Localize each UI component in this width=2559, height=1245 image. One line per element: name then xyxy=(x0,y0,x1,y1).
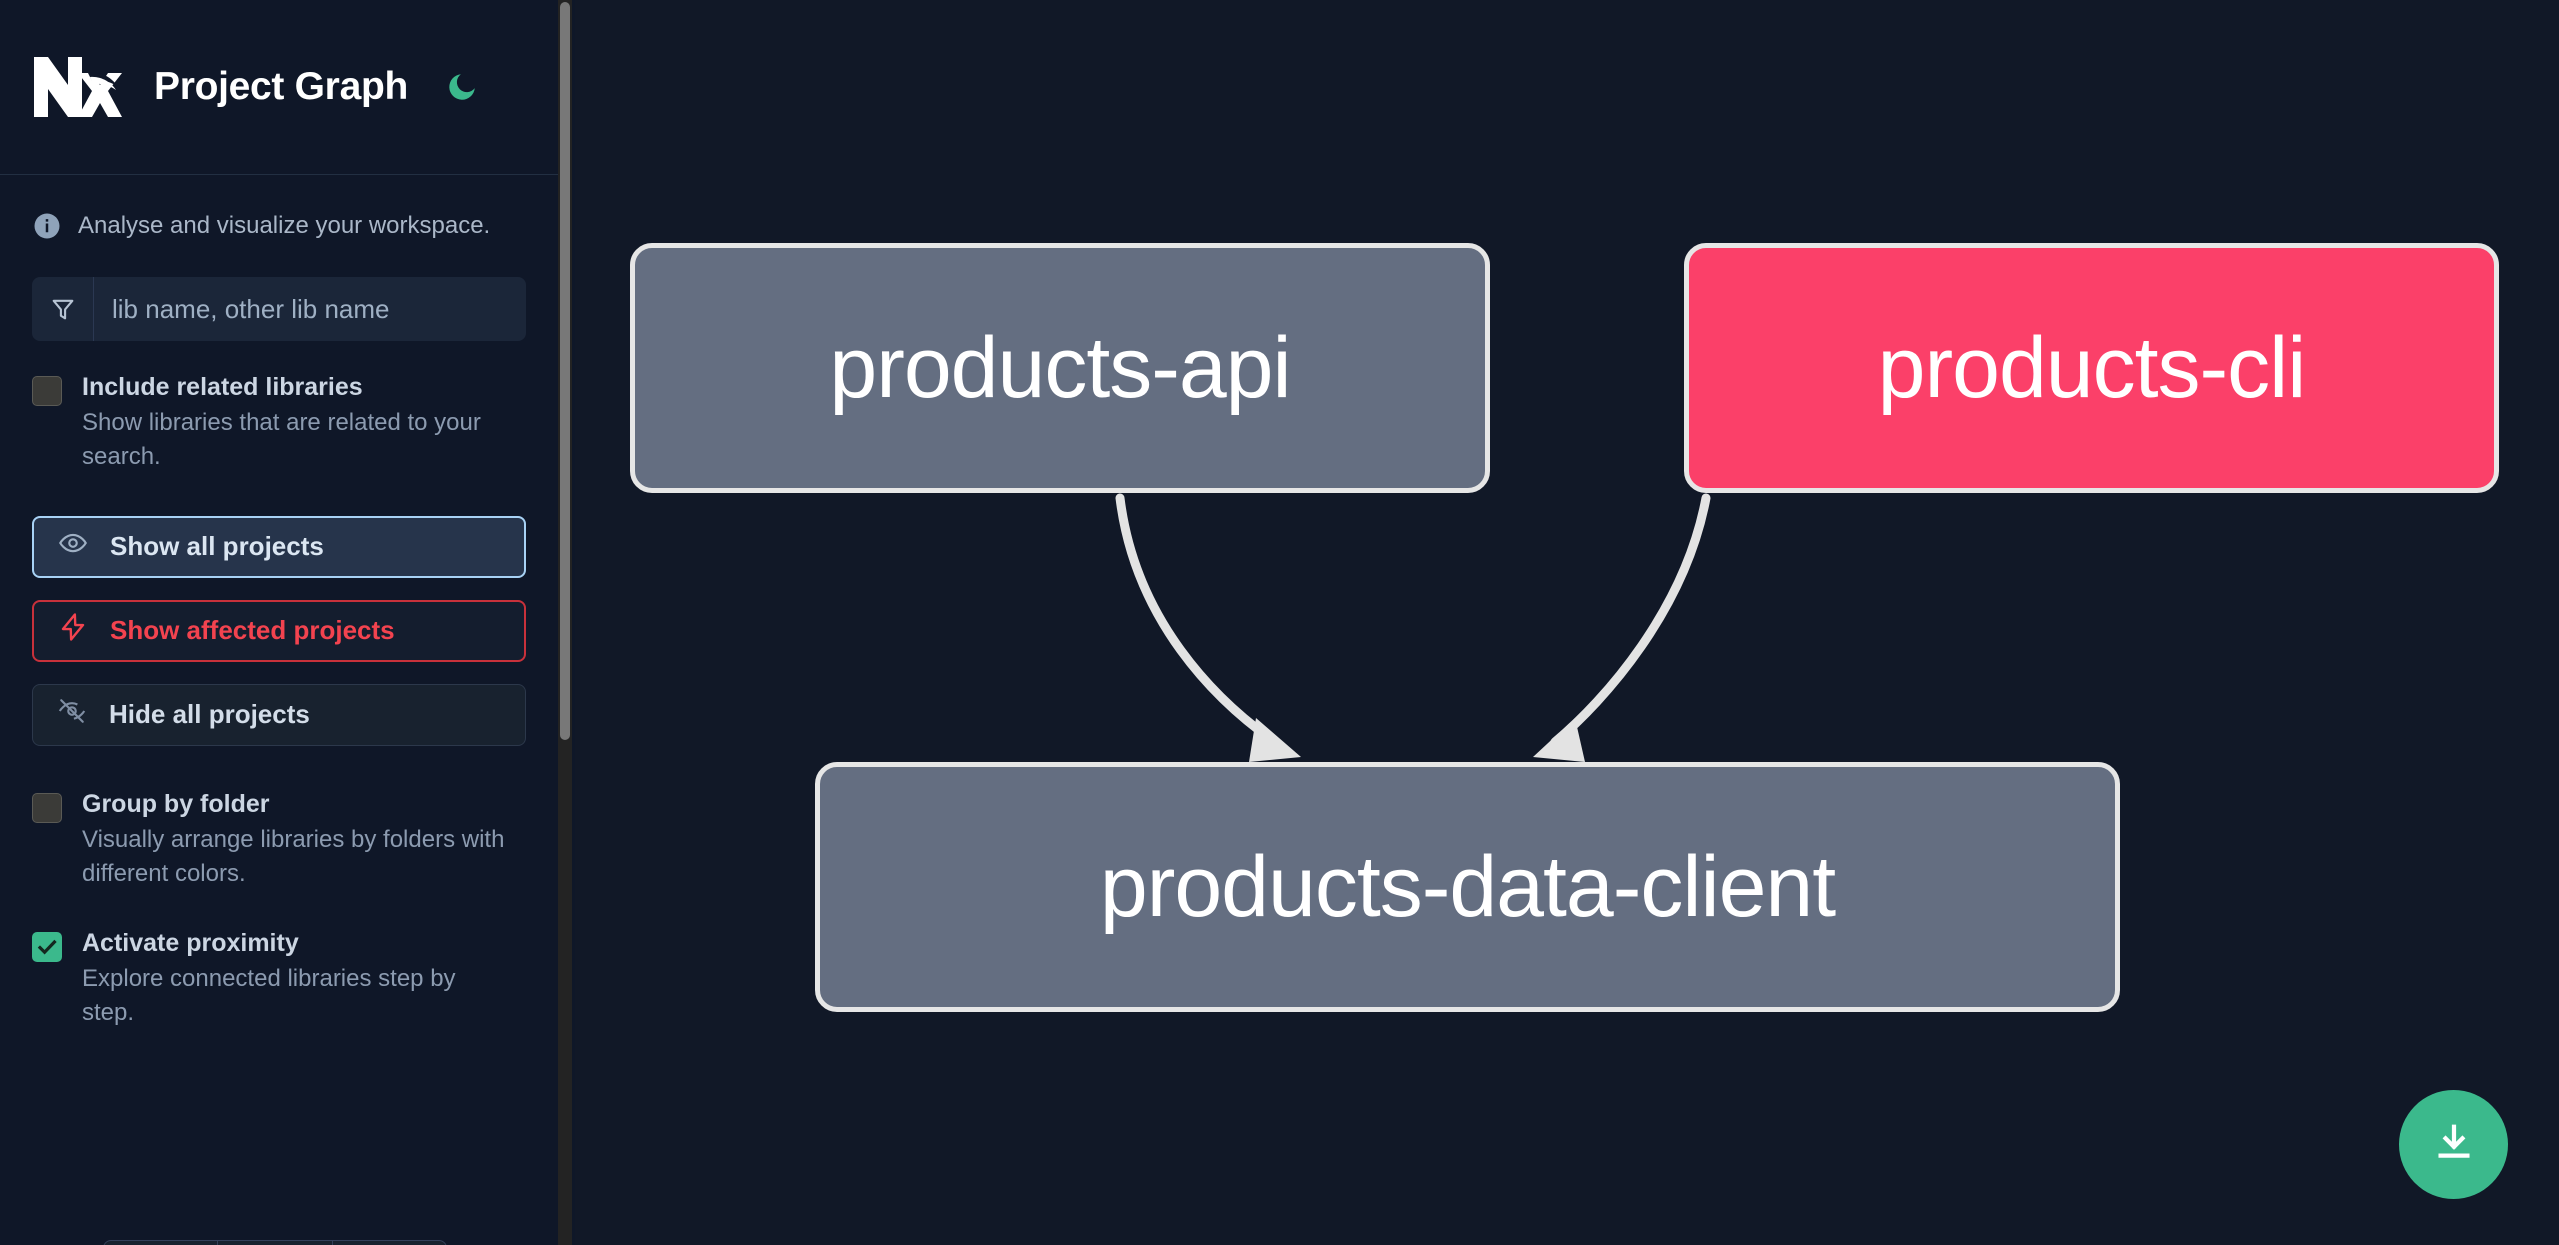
button-label: Show affected projects xyxy=(110,615,395,646)
sidebar-button-stack: Show all projects Show affected projects xyxy=(0,474,558,746)
sidebar-edge xyxy=(572,0,575,1245)
option-description: Explore connected libraries step by step… xyxy=(82,964,456,1026)
option-include-related-libraries[interactable]: Include related libraries Show libraries… xyxy=(0,341,558,474)
checkbox-include-related-libraries[interactable] xyxy=(32,376,62,406)
page-title: Project Graph xyxy=(154,65,408,108)
button-label: Hide all projects xyxy=(109,699,310,730)
sidebar-header: Project Graph xyxy=(0,0,558,175)
moon-icon[interactable] xyxy=(440,65,484,109)
checkbox-activate-proximity[interactable] xyxy=(32,931,62,962)
proximity-step-increase[interactable] xyxy=(333,1241,446,1245)
hide-all-projects-button[interactable]: Hide all projects xyxy=(32,683,526,746)
download-icon xyxy=(2431,1120,2477,1169)
filter-icon[interactable] xyxy=(32,277,94,341)
proximity-step-control[interactable] xyxy=(103,1240,447,1245)
option-description: Visually arrange libraries by folders wi… xyxy=(82,825,505,887)
search-input[interactable] xyxy=(94,277,526,341)
node-label: products-api xyxy=(829,319,1291,416)
checkbox-group-by-folder[interactable] xyxy=(32,792,62,823)
option-group-by-folder[interactable]: Group by folder Visually arrange librari… xyxy=(0,746,558,891)
graph-node-products-data-client[interactable]: products-data-client xyxy=(815,762,2120,1012)
node-label: products-data-client xyxy=(1099,838,1836,935)
lightning-icon xyxy=(58,612,88,649)
search-section xyxy=(0,241,558,341)
proximity-step-value[interactable] xyxy=(218,1241,333,1245)
sidebar-tagline-text: Analyse and visualize your workspace. xyxy=(78,212,491,239)
graph-edges xyxy=(1115,493,1711,762)
eye-slash-icon xyxy=(57,696,87,733)
graph-canvas[interactable]: products-api products-cli products-data-… xyxy=(575,0,2559,1245)
sidebar-tagline: Analyse and visualize your workspace. xyxy=(0,175,558,241)
show-all-projects-button[interactable]: Show all projects xyxy=(32,515,526,578)
option-label: Activate proximity xyxy=(82,928,299,957)
search-box[interactable] xyxy=(32,277,526,341)
proximity-step-decrease[interactable] xyxy=(104,1241,219,1245)
sidebar-scrollbar-thumb[interactable] xyxy=(560,2,570,740)
graph-node-products-cli[interactable]: products-cli xyxy=(1684,243,2499,493)
download-button[interactable] xyxy=(2399,1090,2508,1199)
option-activate-proximity[interactable]: Activate proximity Explore connected lib… xyxy=(0,891,558,1030)
info-icon xyxy=(32,211,62,241)
option-label: Group by folder xyxy=(82,789,270,818)
nx-logo-icon xyxy=(32,55,126,119)
node-label: products-cli xyxy=(1877,319,2307,416)
edge-products-cli-to-products-data-client xyxy=(1550,493,1711,747)
eye-icon xyxy=(58,528,88,565)
arrowhead-1 xyxy=(1249,718,1301,762)
option-description: Show libraries that are related to your … xyxy=(82,408,481,470)
sidebar: Project Graph Analyse and visualize your… xyxy=(0,0,575,1245)
show-affected-projects-button[interactable]: Show affected projects xyxy=(32,599,526,662)
graph-node-products-api[interactable]: products-api xyxy=(630,243,1490,493)
arrowhead-2 xyxy=(1533,718,1585,762)
option-label: Include related libraries xyxy=(82,373,363,401)
button-label: Show all projects xyxy=(110,531,324,562)
edge-products-api-to-products-data-client xyxy=(1115,493,1280,747)
